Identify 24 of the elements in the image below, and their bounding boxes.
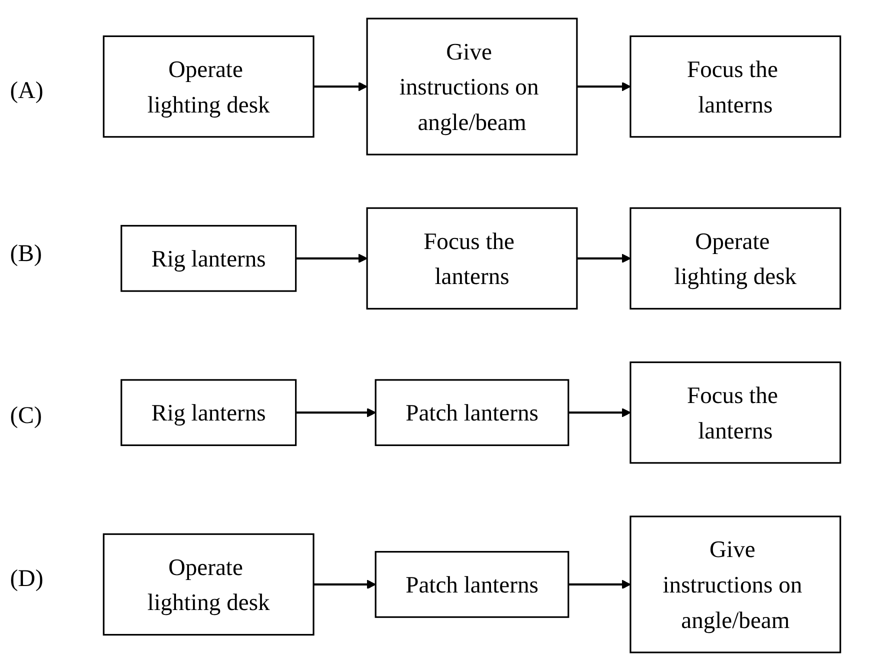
node-box: Operate lighting desk — [630, 207, 842, 310]
node-box: Operate lighting desk — [102, 533, 314, 636]
arrow — [296, 408, 376, 418]
node-box: Patch lanterns — [374, 379, 570, 446]
node-box: Focus the lanterns — [366, 207, 578, 310]
arrow — [296, 254, 368, 264]
node-box: Operate lighting desk — [102, 35, 314, 138]
arrow — [568, 408, 631, 418]
node-box: Patch lanterns — [374, 550, 570, 618]
node-box: Give instructions on angle/beam — [366, 18, 578, 156]
arrow — [314, 82, 368, 92]
arrow — [314, 580, 376, 590]
node-box: Rig lanterns — [120, 224, 297, 292]
node-box: Give instructions on angle/beam — [630, 516, 842, 654]
node-box: Focus the lanterns — [630, 35, 842, 138]
row-label: (A) — [10, 78, 44, 105]
node-box: Rig lanterns — [120, 379, 297, 446]
arrow — [568, 580, 631, 590]
row-label: (B) — [10, 240, 43, 268]
row-label: (C) — [10, 403, 43, 430]
row-label: (D) — [10, 566, 44, 594]
arrow — [576, 254, 631, 264]
node-box: Focus the lanterns — [630, 361, 842, 464]
arrow — [576, 82, 631, 92]
